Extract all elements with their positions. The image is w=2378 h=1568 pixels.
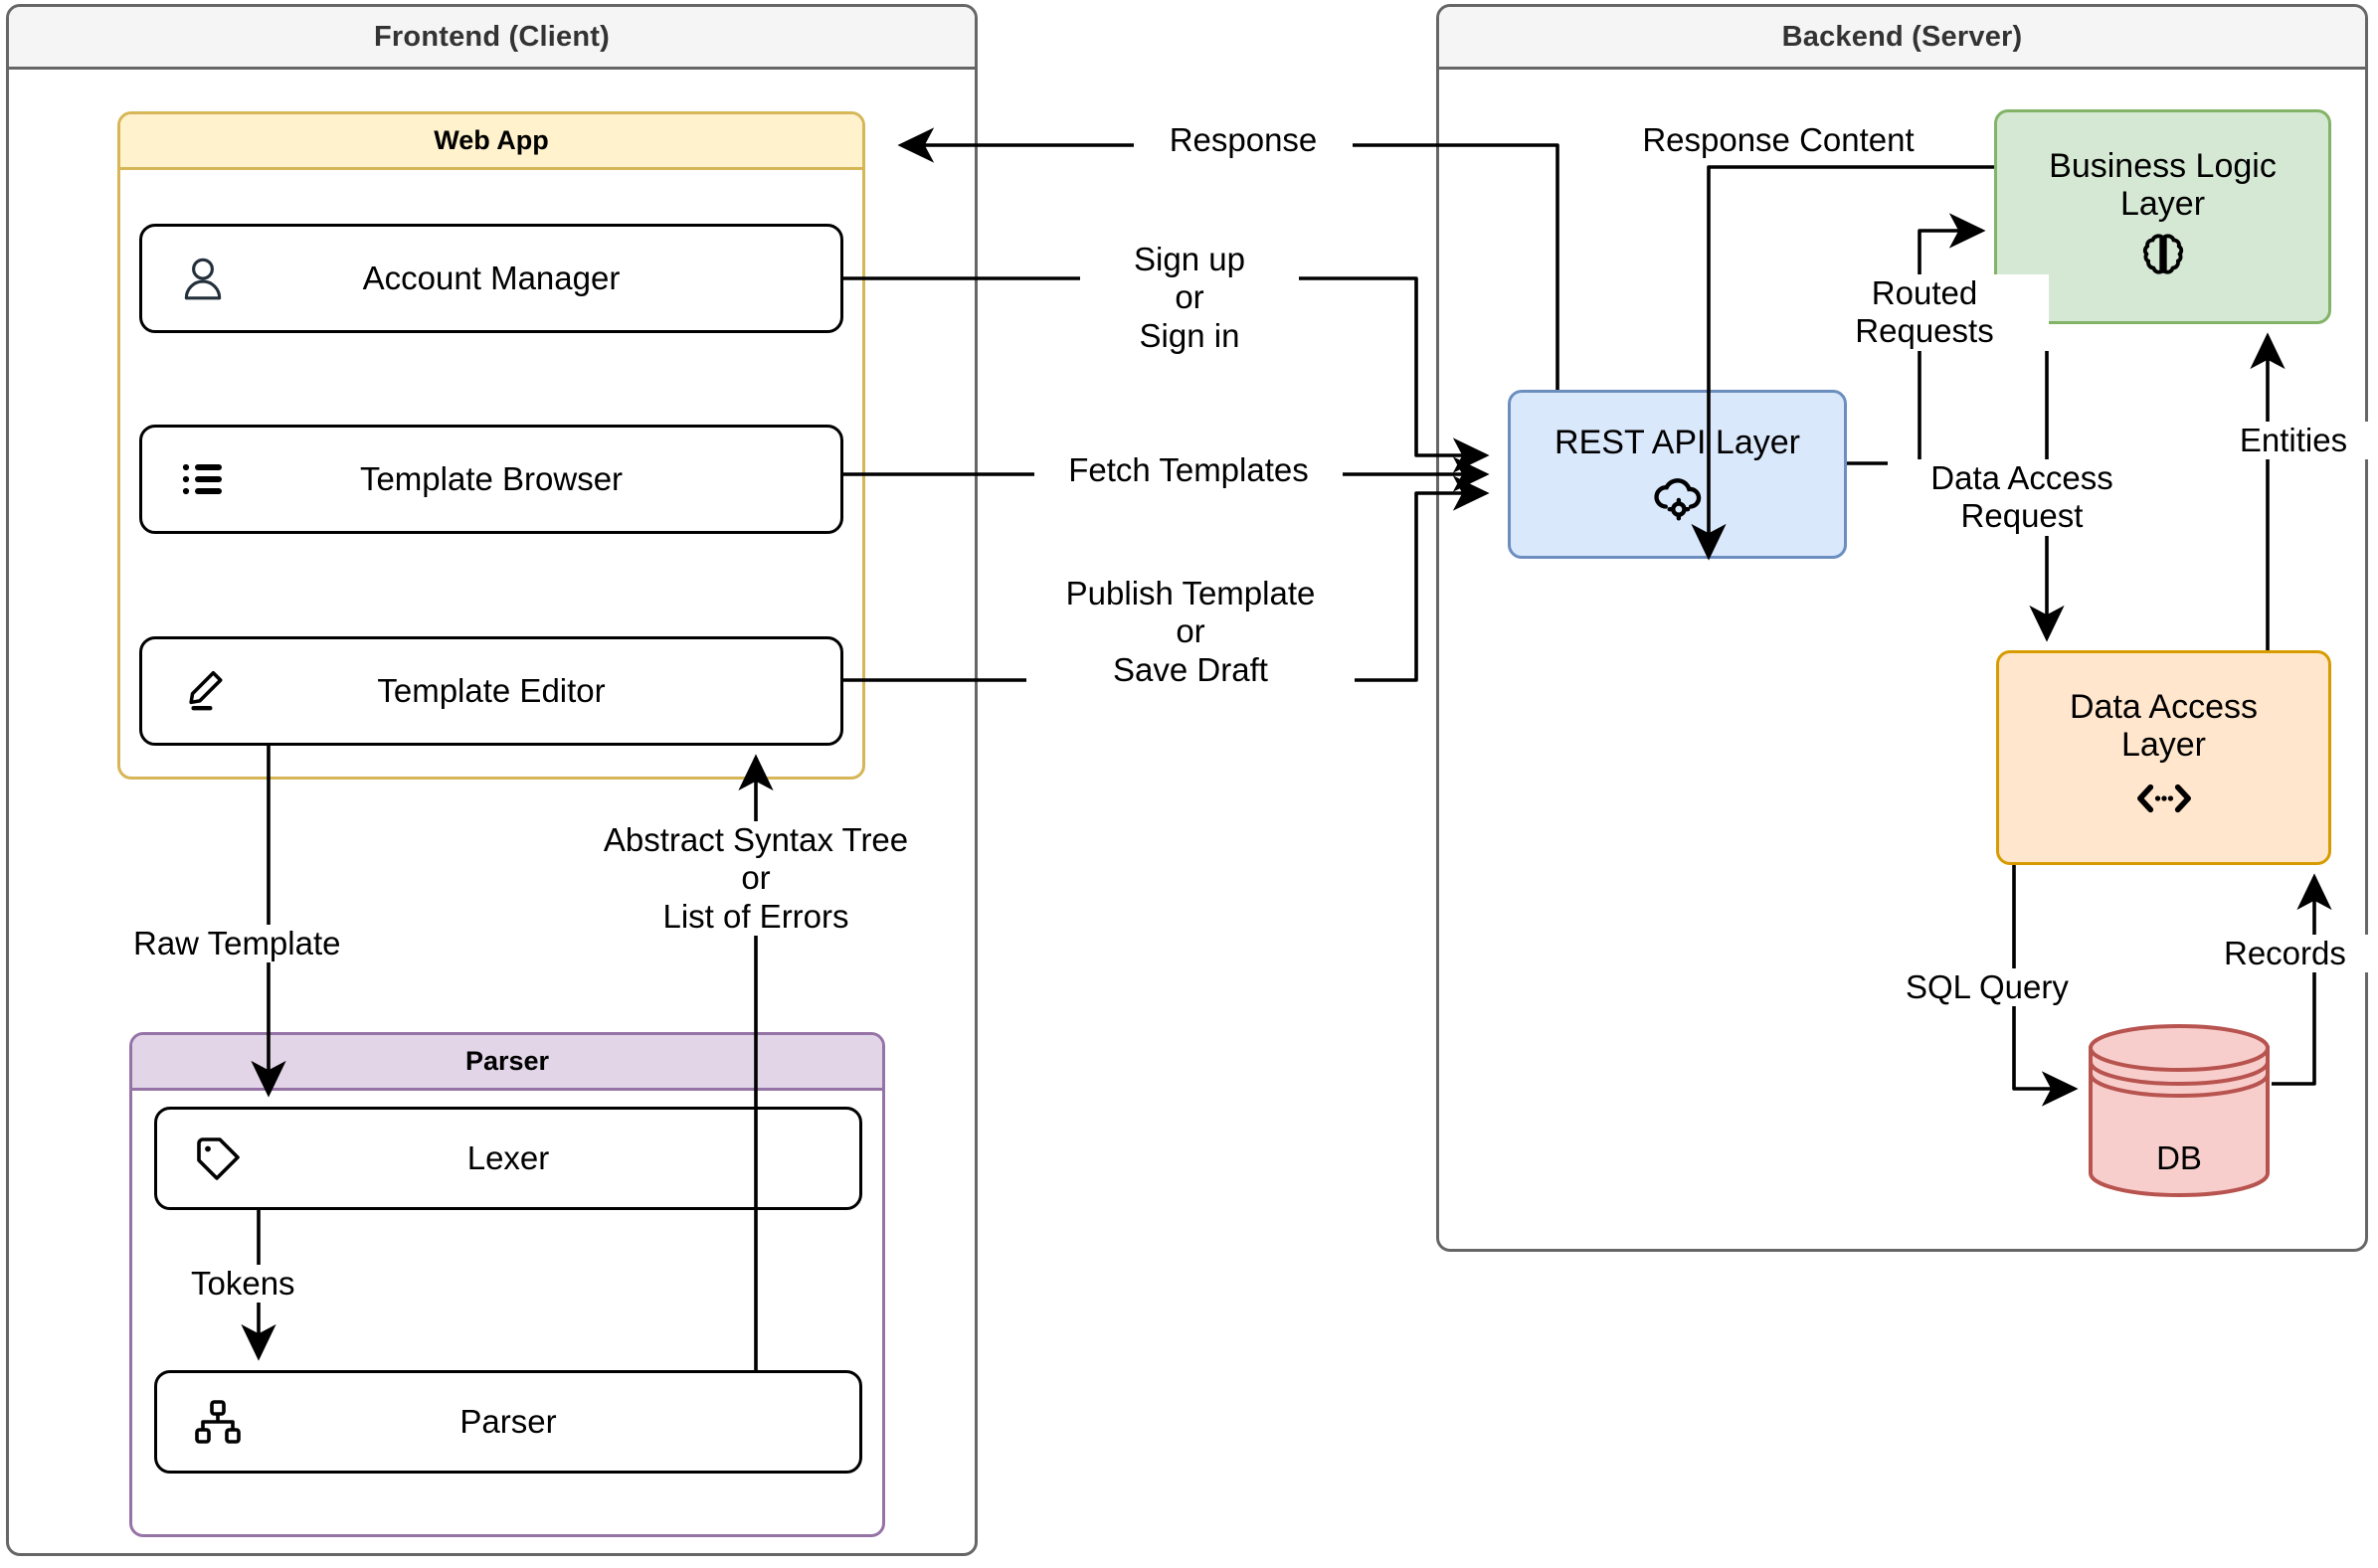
component-template-editor-label: Template Editor <box>377 672 606 709</box>
lane-frontend-title: Frontend (Client) <box>9 7 975 70</box>
layer-business-logic-label: Business Logic Layer <box>2049 146 2277 223</box>
database-db-label: DB <box>2156 1139 2202 1176</box>
component-parser-label: Parser <box>459 1403 557 1440</box>
component-parser[interactable]: Parser <box>154 1370 862 1474</box>
group-web-app-title: Web App <box>120 114 862 170</box>
sitemap-icon <box>191 1395 245 1449</box>
database-db[interactable]: DB <box>2087 1022 2272 1199</box>
component-template-browser-label: Template Browser <box>359 460 624 497</box>
component-account-manager[interactable]: Account Manager <box>139 224 843 333</box>
tag-icon <box>191 1132 245 1185</box>
brain-icon <box>2134 229 2192 286</box>
component-template-editor[interactable]: Template Editor <box>139 636 843 746</box>
group-parser-title: Parser <box>132 1035 882 1091</box>
edge-label-routed-requests: Routed Requests <box>1800 274 2049 351</box>
edge-label-publish-save: Publish Template or Save Draft <box>1026 575 1355 689</box>
edge-label-tokens: Tokens <box>185 1265 384 1304</box>
component-template-browser[interactable]: Template Browser <box>139 425 843 534</box>
edge-label-raw-template: Raw Template <box>127 925 406 963</box>
edge-label-signup-signin: Sign up or Sign in <box>1080 241 1299 355</box>
edge-label-response: Response <box>1134 121 1353 160</box>
pencil-icon <box>176 664 230 718</box>
edge-label-records: Records <box>2218 935 2378 973</box>
list-icon <box>176 452 230 506</box>
component-lexer[interactable]: Lexer <box>154 1107 862 1210</box>
cloud-gear-icon <box>1649 467 1707 525</box>
edge-label-entities: Entities <box>2206 422 2378 460</box>
edge-label-data-access-request: Data Access Request <box>1888 459 2156 536</box>
layer-data-access-label: Data Access Layer <box>2070 687 2258 764</box>
edge-label-fetch-templates: Fetch Templates <box>1034 451 1343 490</box>
component-lexer-label: Lexer <box>466 1139 550 1176</box>
edge-label-sql-query: SQL Query <box>1900 968 2128 1007</box>
layer-data-access[interactable]: Data Access Layer <box>1996 650 2331 865</box>
lane-backend-title: Backend (Server) <box>1439 7 2365 70</box>
edge-label-ast-errors: Abstract Syntax Tree or List of Errors <box>557 821 955 936</box>
code-icon <box>2135 770 2193 827</box>
layer-rest-api-label: REST API Layer <box>1555 423 1800 461</box>
layer-business-logic[interactable]: Business Logic Layer <box>1994 109 2331 324</box>
layer-rest-api[interactable]: REST API Layer <box>1508 390 1847 559</box>
edge-label-response-content: Response Content <box>1589 121 1967 160</box>
user-icon <box>176 252 230 305</box>
component-account-manager-label: Account Manager <box>362 260 621 296</box>
